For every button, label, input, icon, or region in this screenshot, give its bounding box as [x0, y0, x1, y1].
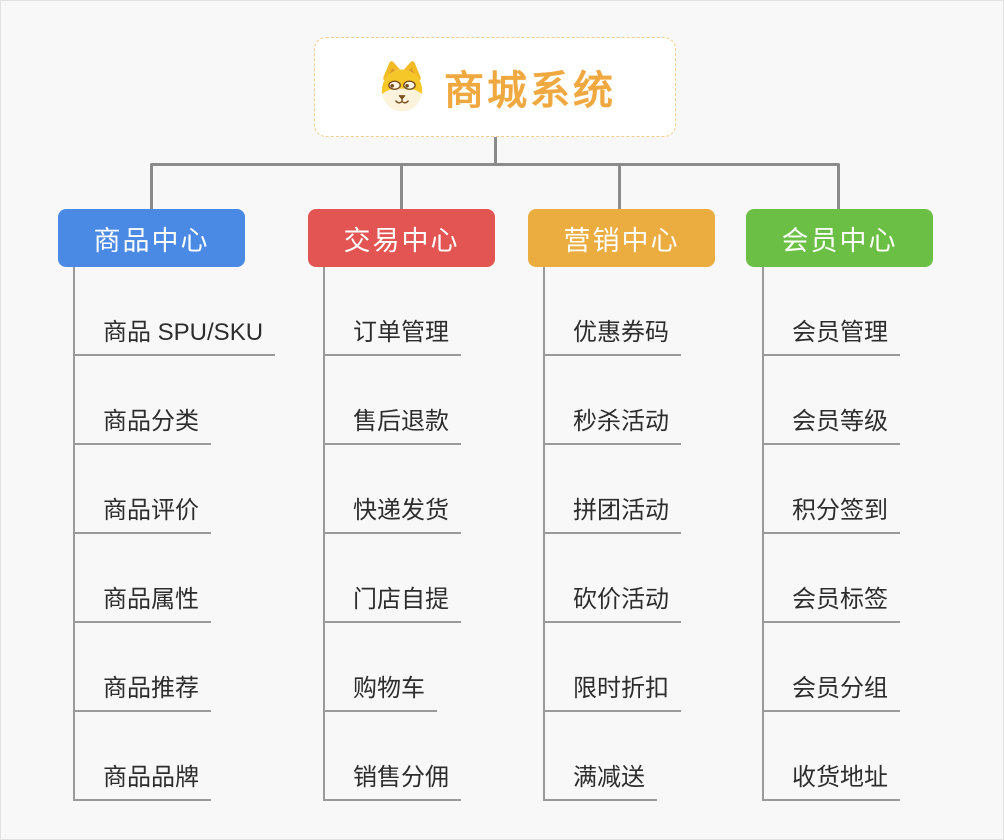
leaf-node[interactable]: 优惠券码 — [543, 312, 681, 356]
branch-drop-line — [400, 164, 403, 209]
leaf-node[interactable]: 商品分类 — [73, 401, 211, 445]
branch-connector-rail — [150, 163, 840, 166]
leaf-node[interactable]: 秒杀活动 — [543, 401, 681, 445]
leaf-node[interactable]: 会员等级 — [762, 401, 900, 445]
leaf-node[interactable]: 订单管理 — [323, 312, 461, 356]
branch-node-trade-center[interactable]: 交易中心 — [308, 209, 495, 267]
dog-face-icon — [374, 60, 430, 114]
root-node-title: 商城系统 — [444, 69, 616, 113]
leaf-node[interactable]: 商品品牌 — [73, 757, 211, 801]
leaf-node[interactable]: 购物车 — [323, 668, 437, 712]
leaf-node[interactable]: 积分签到 — [762, 490, 900, 534]
branch-children-trade-center: 订单管理 售后退款 快递发货 门店自提 购物车 销售分佣 — [323, 267, 553, 801]
branch-drop-line — [618, 164, 621, 209]
leaf-node[interactable]: 商品推荐 — [73, 668, 211, 712]
leaf-node[interactable]: 满减送 — [543, 757, 657, 801]
leaf-node[interactable]: 商品属性 — [73, 579, 211, 623]
branch-node-member-center[interactable]: 会员中心 — [746, 209, 933, 267]
branch-drop-line — [150, 164, 153, 209]
leaf-node[interactable]: 商品评价 — [73, 490, 211, 534]
branch-children-product-center: 商品 SPU/SKU 商品分类 商品评价 商品属性 商品推荐 商品品牌 — [73, 267, 303, 801]
leaf-node[interactable]: 限时折扣 — [543, 668, 681, 712]
leaf-node[interactable]: 会员标签 — [762, 579, 900, 623]
branch-node-marketing-center[interactable]: 营销中心 — [528, 209, 715, 267]
leaf-node[interactable]: 会员分组 — [762, 668, 900, 712]
branch-drop-line — [837, 164, 840, 209]
branch-children-member-center: 会员管理 会员等级 积分签到 会员标签 会员分组 收货地址 — [762, 267, 992, 801]
branch-children-marketing-center: 优惠券码 秒杀活动 拼团活动 砍价活动 限时折扣 满减送 — [543, 267, 773, 801]
leaf-node[interactable]: 销售分佣 — [323, 757, 461, 801]
leaf-node[interactable]: 拼团活动 — [543, 490, 681, 534]
leaf-node[interactable]: 门店自提 — [323, 579, 461, 623]
root-connector-stub — [494, 137, 497, 165]
leaf-node[interactable]: 收货地址 — [762, 757, 900, 801]
leaf-node[interactable]: 会员管理 — [762, 312, 900, 356]
branch-node-product-center[interactable]: 商品中心 — [58, 209, 245, 267]
leaf-node[interactable]: 快递发货 — [323, 490, 461, 534]
leaf-node[interactable]: 售后退款 — [323, 401, 461, 445]
leaf-node[interactable]: 砍价活动 — [543, 579, 681, 623]
leaf-node[interactable]: 商品 SPU/SKU — [73, 312, 276, 356]
root-node[interactable]: 商城系统 — [314, 37, 676, 137]
